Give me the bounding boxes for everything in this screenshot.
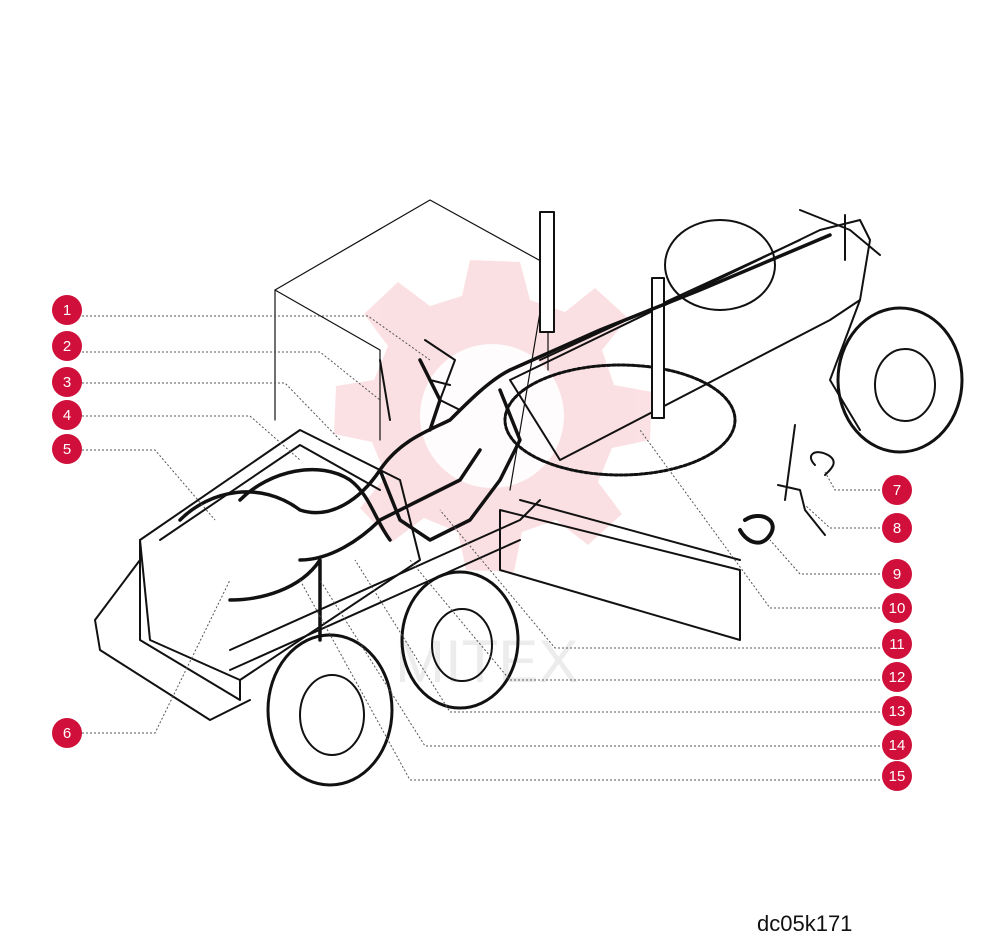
rear-wheel-1 [400,570,520,710]
leader-10 [639,429,880,609]
leader-11 [439,509,880,649]
svg-text:14: 14 [889,737,906,754]
lift-cylinder-left [539,211,555,333]
engine-housing [139,429,421,681]
callout-12: 12 [882,662,912,692]
lift-cylinder-right [651,277,665,419]
svg-text:6: 6 [63,725,71,742]
svg-text:15: 15 [889,768,906,785]
grader-drawing [94,199,964,787]
callouts: 1 2 3 4 5 6 7 8 9 10 11 12 13 14 15 [52,295,912,791]
leader-6 [82,579,231,734]
leader-15 [299,579,880,781]
callout-4: 4 [52,400,82,430]
part-tie-8 [777,424,826,536]
callout-15: 15 [882,761,912,791]
drawing-code: dc05k171 [757,911,853,936]
main-frame [229,499,541,671]
callout-14: 14 [882,730,912,760]
svg-text:13: 13 [889,703,906,720]
leader-13 [354,559,880,713]
leader-8 [804,504,880,529]
callout-5: 5 [52,434,82,464]
part-clamp-9 [738,514,775,545]
leader-lines [82,315,880,781]
leader-12 [409,559,880,681]
callout-7: 7 [882,475,912,505]
svg-text:9: 9 [893,566,901,583]
svg-text:3: 3 [63,374,71,391]
rear-wheel-2 [266,633,394,787]
watermark-text: MITEX [395,628,578,695]
svg-text:5: 5 [63,441,71,458]
watermark-gear-icon [334,260,652,572]
svg-text:11: 11 [889,636,905,653]
part-clip-7 [809,451,835,476]
callout-1: 1 [52,295,82,325]
callout-2: 2 [52,331,82,361]
callout-9: 9 [882,559,912,589]
leader-4 [82,415,301,461]
leader-14 [319,579,880,747]
cab-outline [274,199,549,491]
leader-5 [82,449,216,521]
svg-text:8: 8 [893,520,901,537]
svg-text:10: 10 [889,600,906,617]
wiring-harness [178,233,832,642]
front-wheel-left [664,219,776,311]
callout-13: 13 [882,696,912,726]
svg-text:2: 2 [63,338,71,355]
front-wheel-right [836,306,964,454]
leader-7 [824,471,880,491]
callout-6: 6 [52,718,82,748]
front-boom [509,219,871,461]
callout-10: 10 [882,593,912,623]
callout-11: 11 [882,629,912,659]
leader-9 [769,539,880,575]
callout-3: 3 [52,367,82,397]
leader-1 [82,315,431,361]
ring-gear [503,363,737,477]
svg-text:4: 4 [63,407,71,424]
svg-text:12: 12 [889,669,906,686]
svg-text:7: 7 [893,482,901,499]
callout-8: 8 [882,513,912,543]
leader-2 [82,351,381,401]
blade [499,509,741,641]
svg-text:1: 1 [63,302,71,319]
